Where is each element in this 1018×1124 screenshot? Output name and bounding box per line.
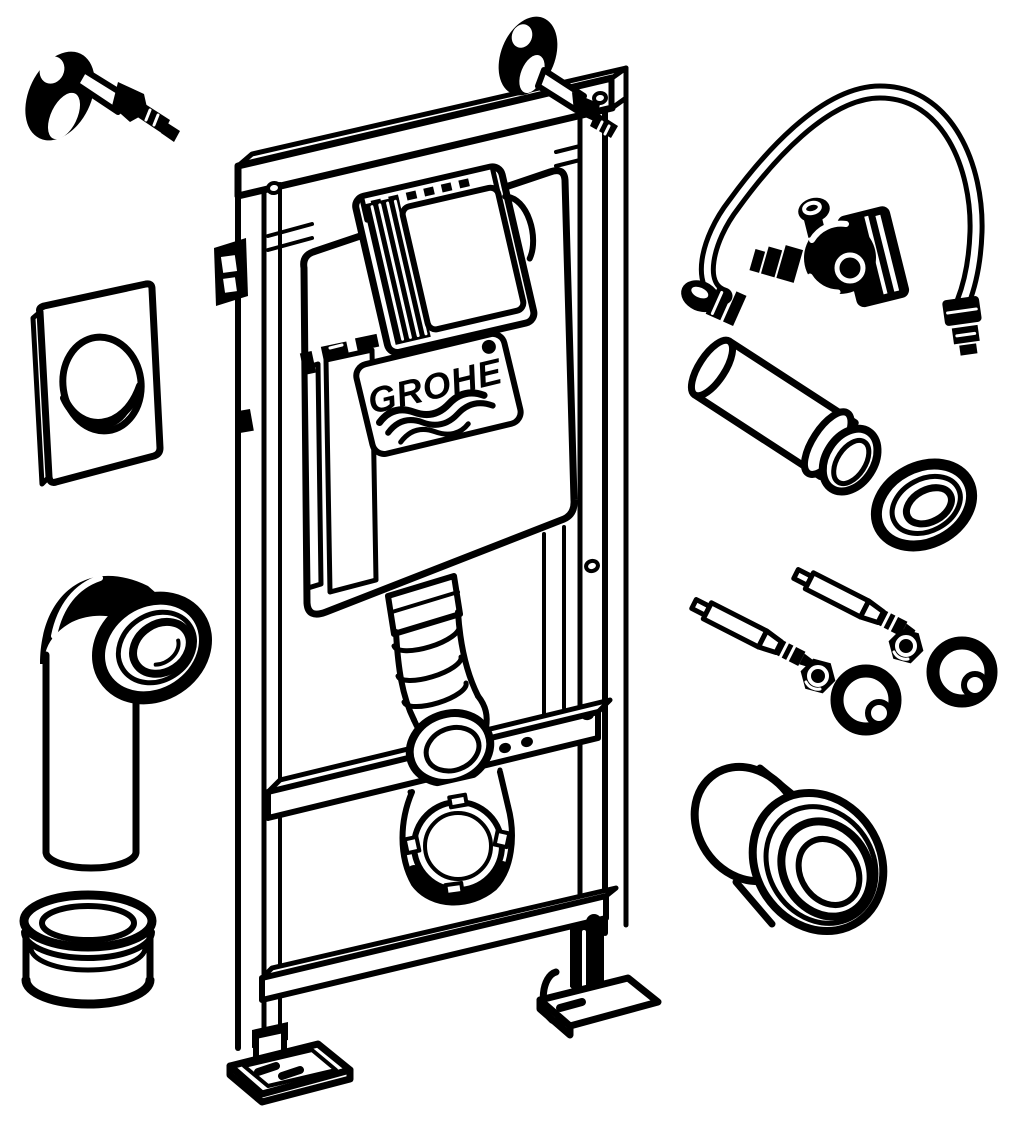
anchor-slot2 <box>47 92 81 140</box>
wall-anchor-fastener-top <box>498 16 618 138</box>
wc-rail-hole2 <box>521 736 533 748</box>
hex-nut-2 <box>888 628 924 664</box>
plate-button-lip2 <box>73 409 129 430</box>
collar-top-inner <box>39 903 137 943</box>
seal-hole <box>902 484 955 528</box>
registered-mark-dot <box>481 339 496 354</box>
right-foot-marks <box>556 998 586 1012</box>
left-wall-bracket-slot1 <box>220 255 238 273</box>
frame-right-rail-hole <box>584 558 600 574</box>
hose-fitting-left <box>681 280 747 327</box>
flush-pipe-mouth-inner <box>831 437 872 487</box>
top-anchor-clamp <box>572 92 600 122</box>
anchor-tip <box>161 122 180 142</box>
shaft-front-face <box>399 184 527 333</box>
adjustable-feet <box>226 920 662 1106</box>
cover-cap-2 <box>926 636 998 708</box>
water-supply-hose <box>681 83 985 356</box>
elbow-bottom <box>42 848 140 872</box>
frame-hole-right <box>592 90 608 106</box>
wc-outlet-holder <box>399 767 515 906</box>
flush-actuation-plate <box>30 280 164 487</box>
collar-rim1 <box>21 929 155 961</box>
holder-notches <box>402 792 512 898</box>
angle-stop-valve <box>749 197 910 308</box>
cistern-inner-panel1 <box>302 361 324 591</box>
collar-rim2 <box>28 945 148 973</box>
top-anchor-thread-lines <box>596 120 611 136</box>
flush-bend-pipe <box>385 573 495 787</box>
wc-rail-hole3 <box>582 711 594 721</box>
threaded-rod-2 <box>791 567 916 638</box>
left-wall-bracket <box>214 238 248 306</box>
anchor-thread <box>136 102 170 134</box>
wall-anchor-fastener-left <box>25 51 180 142</box>
left-foot-plate-inner <box>242 1048 338 1088</box>
collar-bottom <box>21 975 155 1009</box>
elbow-highlight <box>51 575 103 639</box>
cistern-clips <box>299 333 380 376</box>
spacer-collar <box>19 890 157 1009</box>
concealed-cistern: GROHE <box>299 163 578 618</box>
shaft-hook <box>502 193 537 262</box>
bottom-rail <box>259 893 609 1003</box>
cone-ring <box>763 804 879 926</box>
hex-nut-1 <box>800 658 836 694</box>
flush-pipe-cap <box>687 336 737 400</box>
cone-body-lines <box>732 764 796 928</box>
anchor-thread-lines <box>144 108 160 127</box>
shaft-rib-lines <box>370 199 428 341</box>
plate-button <box>59 333 145 435</box>
mounting-frame <box>214 65 629 1051</box>
valve-body-highlight2 <box>807 273 841 295</box>
left-rail-tab <box>236 408 254 434</box>
cone-hole <box>795 836 863 908</box>
grohe-wave-icon <box>376 389 496 445</box>
wc-rail-hole1 <box>499 742 511 754</box>
elbow-mouth <box>92 591 212 705</box>
hose-core <box>703 88 980 306</box>
drain-elbow <box>40 575 212 872</box>
valve-body-highlight1 <box>809 220 849 243</box>
inspection-shaft <box>352 163 538 356</box>
seal-ring <box>870 458 978 552</box>
bend-neck-band <box>390 590 460 614</box>
bend-rings <box>391 623 469 710</box>
top-anchor-slot1 <box>511 24 533 48</box>
bend-mouth <box>405 709 495 787</box>
outlet-connector-cone <box>690 762 888 936</box>
valve-body-ring <box>834 252 866 284</box>
frame-hanger-rail <box>266 144 582 252</box>
right-foot-plate <box>536 974 662 1030</box>
grohe-logo-plate: GROHE <box>353 330 524 457</box>
plate-button-lip <box>60 382 144 427</box>
valve-knob-line <box>802 200 822 216</box>
frame-struts <box>542 525 566 716</box>
anchor-slot1 <box>39 56 65 84</box>
shaft-ribbed-band <box>363 196 431 345</box>
seal-mid <box>889 473 963 536</box>
threaded-rod-1 <box>689 597 814 668</box>
left-foot-plate-thickness <box>226 1062 354 1106</box>
hose-fitting-right <box>942 296 982 356</box>
top-anchor-thread <box>590 112 618 138</box>
left-wall-bracket-slot2 <box>223 277 237 293</box>
left-foot-marks <box>254 1062 304 1080</box>
valve-outlet <box>749 245 804 283</box>
cover-cap-1 <box>830 664 902 736</box>
flush-pipe <box>687 336 882 496</box>
holder-ring-inner <box>423 811 493 881</box>
